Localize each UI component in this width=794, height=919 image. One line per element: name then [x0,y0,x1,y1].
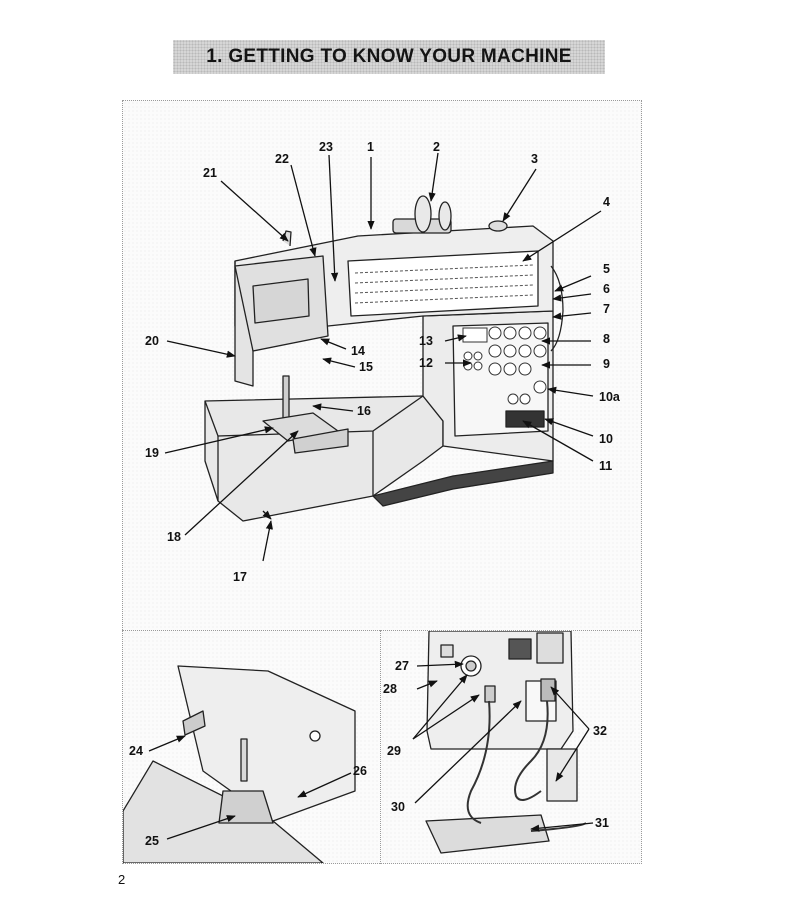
callout-26: 26 [353,764,367,778]
callout-7: 7 [603,302,610,316]
callout-12: 12 [419,356,433,370]
callout-5: 5 [603,262,610,276]
power-connection-illustration: 27 28 29 30 31 32 [383,631,609,854]
callout-19: 19 [145,446,159,460]
callout-28: 28 [383,682,397,696]
callout-10: 10 [599,432,613,446]
callout-2: 2 [433,140,440,154]
callout-25: 25 [145,834,159,848]
presser-foot-illustration: 24 25 26 [123,665,367,863]
callout-22: 22 [275,152,289,166]
callout-18: 18 [167,530,181,544]
power-connection-figure: 27 28 29 30 31 32 [380,630,642,864]
callout-1: 1 [367,140,374,154]
callout-13: 13 [419,334,433,348]
callout-10a: 10a [599,390,621,404]
callout-20: 20 [145,334,159,348]
callout-31: 31 [595,816,609,830]
callout-15: 15 [359,360,373,374]
callout-14: 14 [351,344,365,358]
callout-9: 9 [603,357,610,371]
callout-21: 21 [203,166,217,180]
callout-4: 4 [603,195,610,209]
section-title: 1. GETTING TO KNOW YOUR MACHINE [206,46,572,67]
callout-8: 8 [603,332,610,346]
page-number: 2 [118,872,126,887]
callout-29: 29 [387,744,401,758]
callout-17: 17 [233,570,247,584]
callout-16: 16 [357,404,371,418]
presser-foot-figure: 24 25 26 [122,630,382,864]
callout-3: 3 [531,152,538,166]
callout-11: 11 [599,459,612,473]
callout-27: 27 [395,659,409,673]
callout-6: 6 [603,282,610,296]
callout-24: 24 [129,744,143,758]
callout-30: 30 [391,800,405,814]
machine-illustration: 1 2 3 4 5 6 7 8 9 10a 10 11 12 13 14 15 … [145,140,621,584]
section-title-banner: 1. GETTING TO KNOW YOUR MACHINE [173,40,605,74]
callout-32: 32 [593,724,607,738]
machine-overview-figure: 1 2 3 4 5 6 7 8 9 10a 10 11 12 13 14 15 … [122,100,642,632]
callout-23: 23 [319,140,333,154]
